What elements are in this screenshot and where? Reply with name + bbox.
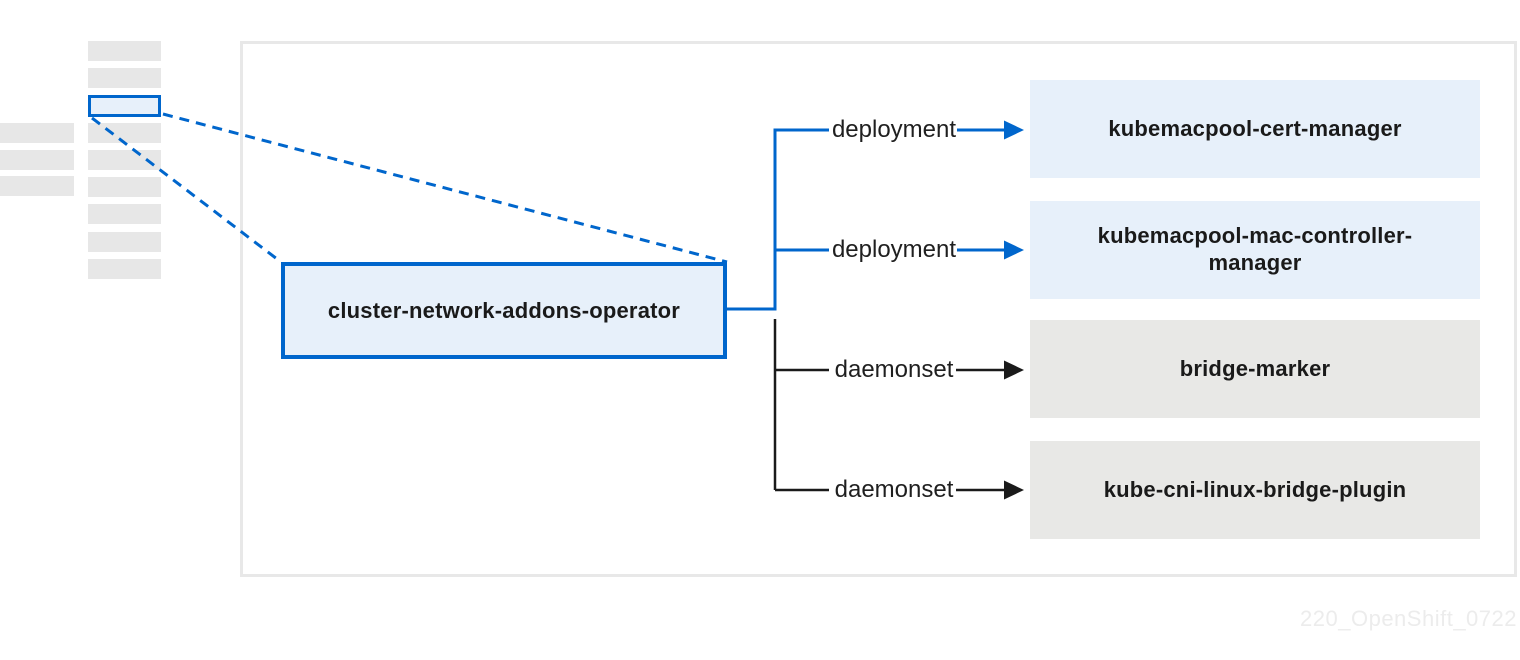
list-row-placeholder	[0, 123, 74, 143]
kind-label-daemonset: daemonset	[834, 476, 954, 503]
target-node-kube-cni-linux-bridge-plugin: kube-cni-linux-bridge-plugin	[1030, 441, 1480, 539]
list-row-placeholder	[0, 176, 74, 196]
list-row-placeholder	[88, 150, 161, 170]
watermark-text: 220_OpenShift_0722	[1300, 606, 1517, 631]
target-node-label: kubemacpool-cert-manager	[1108, 115, 1402, 141]
target-node-bridge-marker: bridge-marker	[1030, 320, 1480, 418]
highlighted-list-item	[88, 95, 161, 117]
operator-node: cluster-network-addons-operator	[281, 262, 727, 359]
list-row-placeholder	[88, 68, 161, 88]
diagram-frame	[240, 41, 1517, 577]
list-row-placeholder	[88, 41, 161, 61]
list-row-placeholder	[88, 259, 161, 279]
kind-label-daemonset: daemonset	[834, 356, 954, 383]
list-row-placeholder	[0, 150, 74, 170]
kind-label-deployment: deployment	[831, 236, 957, 263]
target-node-label: kubemacpool-mac-controller-manager	[1097, 223, 1413, 275]
kind-label-deployment: deployment	[831, 116, 957, 143]
target-node-kubemacpool-mac-controller-manager: kubemacpool-mac-controller-manager	[1030, 201, 1480, 299]
operator-node-label: cluster-network-addons-operator	[327, 297, 681, 323]
target-node-kubemacpool-cert-manager: kubemacpool-cert-manager	[1030, 80, 1480, 178]
target-node-label: bridge-marker	[1179, 355, 1331, 381]
list-row-placeholder	[88, 177, 161, 197]
list-row-placeholder	[88, 123, 161, 143]
list-row-placeholder	[88, 232, 161, 252]
target-node-label: kube-cni-linux-bridge-plugin	[1103, 476, 1407, 502]
list-row-placeholder	[88, 204, 161, 224]
